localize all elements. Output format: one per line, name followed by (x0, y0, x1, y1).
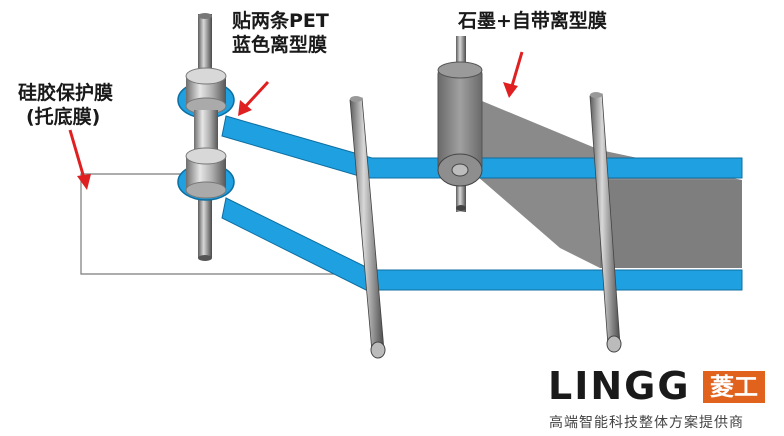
arrow-graphite (503, 51, 524, 98)
pet-label-line2: 蓝色离型膜 (232, 34, 328, 56)
guide-roller-right (589, 92, 622, 353)
pet-film-rolls (177, 13, 235, 261)
graphite-roll (437, 36, 483, 212)
guide-roller-left (349, 96, 386, 359)
brand-slogan: 高端智能科技整体方案提供商 (549, 415, 744, 431)
silicone-label-line1: 硅胶保护膜 (18, 82, 114, 104)
arrow-silicone (68, 129, 91, 190)
silicone-label-line2: (托底膜) (26, 106, 101, 128)
arrow-pet (238, 80, 270, 116)
pet-label-line1: 贴两条PET (232, 10, 329, 32)
brand-logo-text: LINGG (548, 364, 691, 408)
silicone-film-outline (80, 173, 360, 275)
brand-logo-mark: 菱工 (703, 371, 765, 403)
graphite-label: 石墨+自带离型膜 (458, 10, 607, 32)
pet-film-upper (221, 115, 743, 179)
